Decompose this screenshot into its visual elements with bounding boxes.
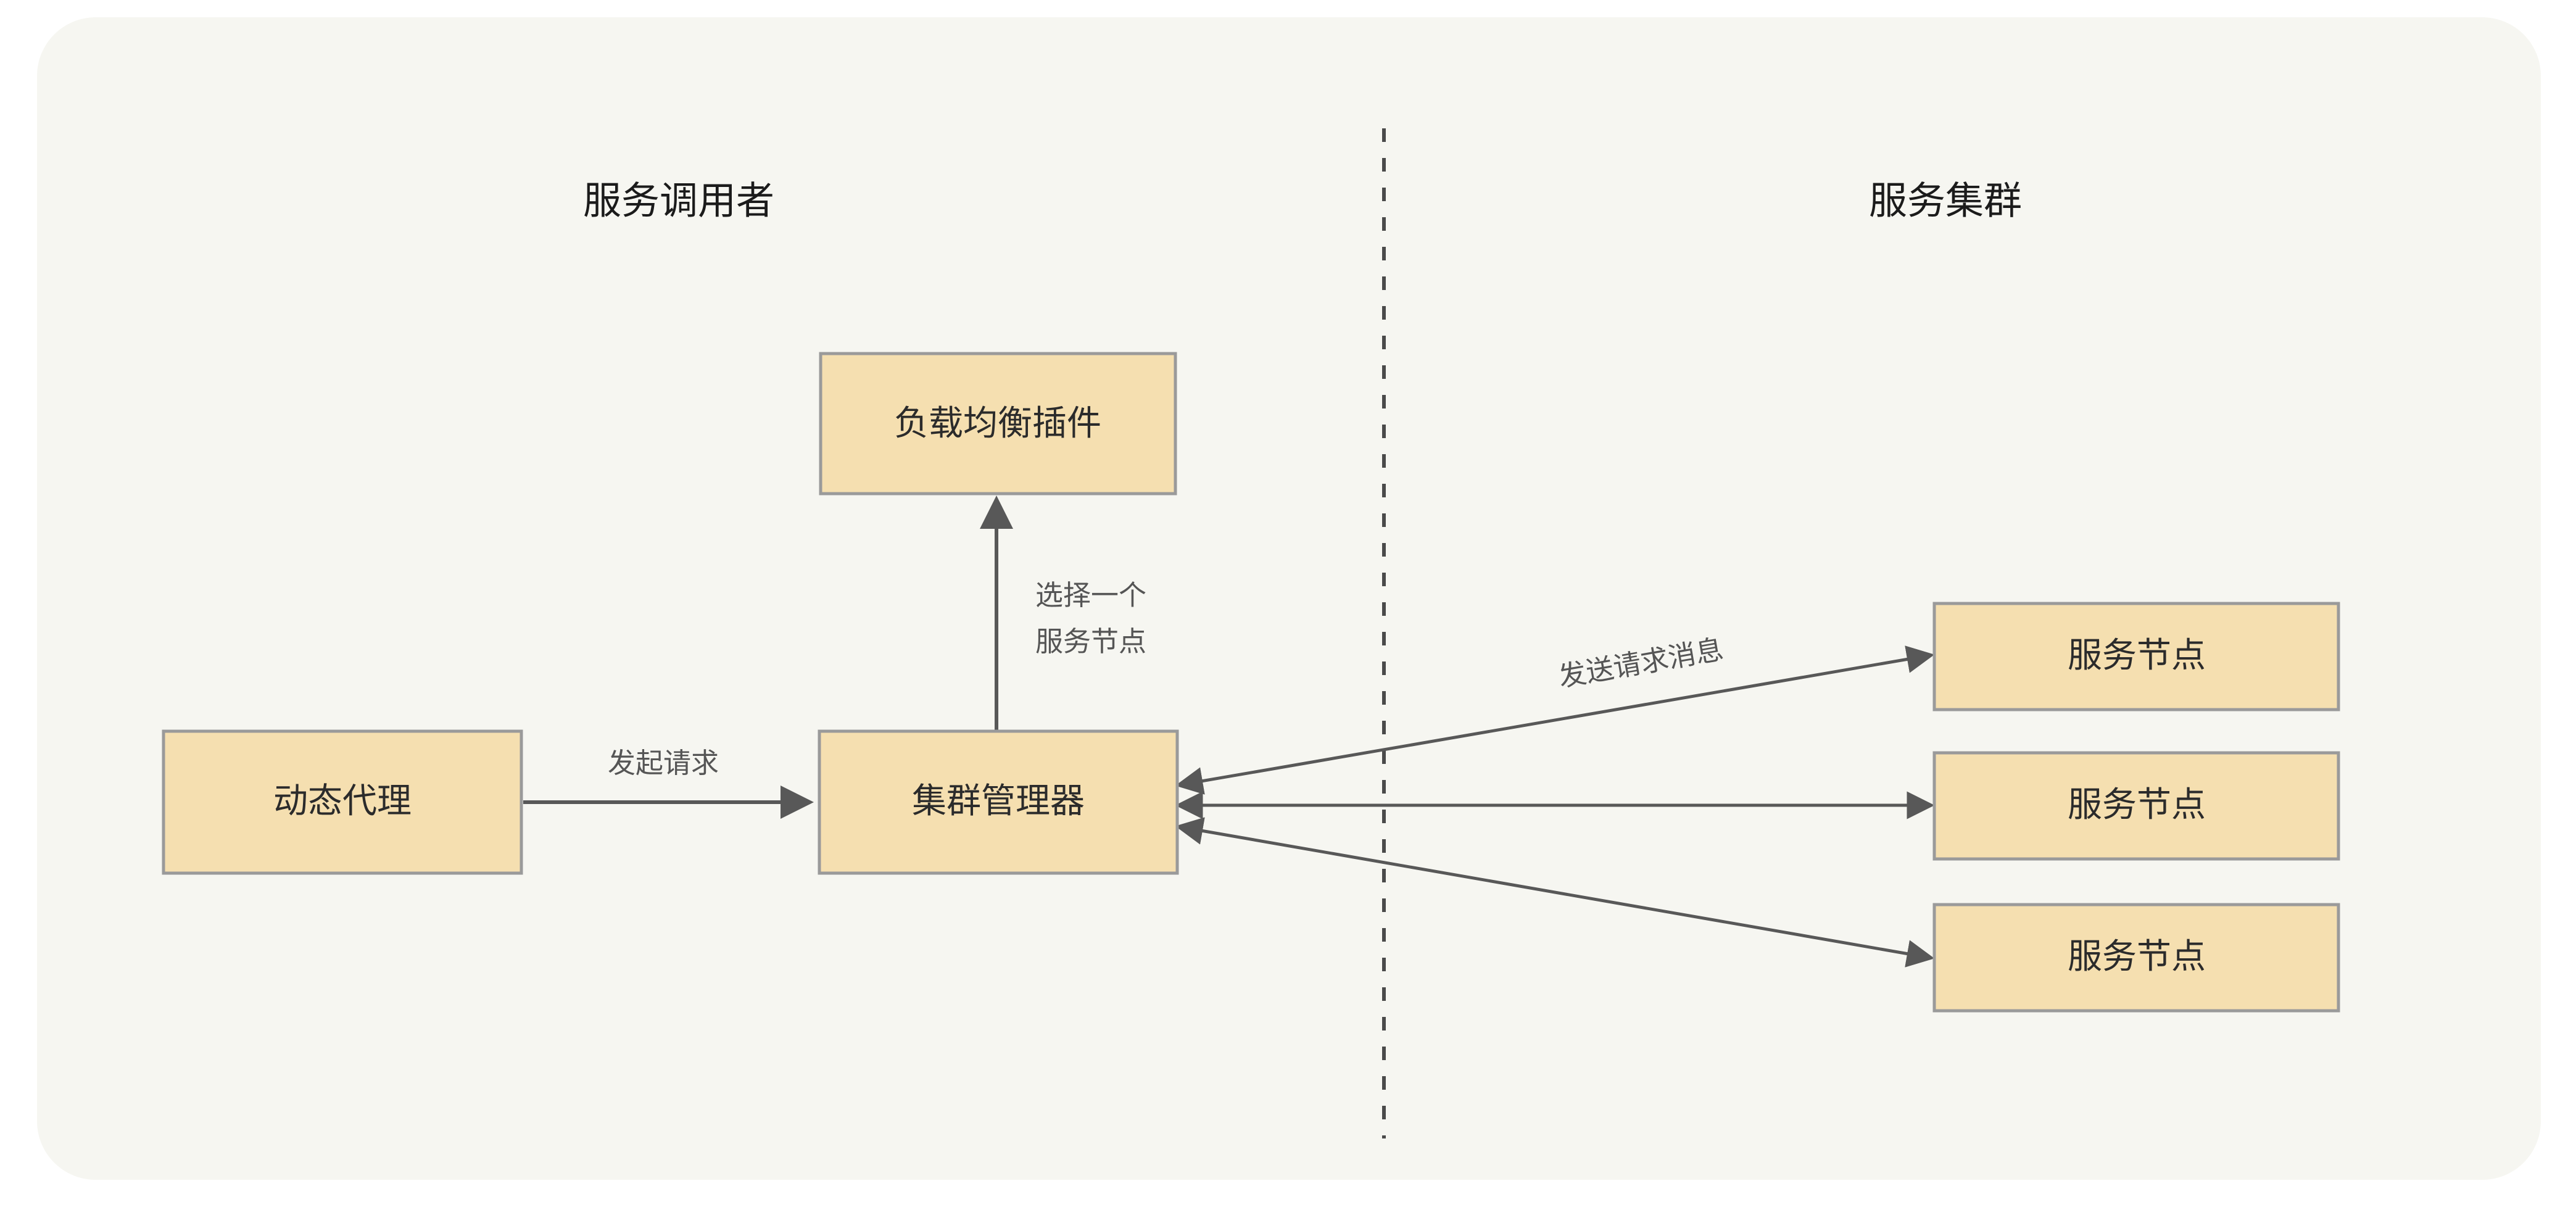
node-dynamic-proxy[interactable]: 动态代理 [162, 729, 523, 875]
node-service-node-2[interactable]: 服务节点 [1932, 751, 2340, 861]
node-service-node-1-label: 服务节点 [2068, 636, 2206, 674]
node-service-node-2-label: 服务节点 [2068, 785, 2206, 824]
section-title-cluster: 服务集群 [1869, 180, 2022, 222]
node-load-balancer[interactable]: 负载均衡插件 [819, 352, 1177, 496]
edge-cluster-to-node-1 [1175, 645, 1935, 795]
section-title-caller: 服务调用者 [583, 180, 774, 222]
edge-cluster-to-node-3 [1175, 817, 1935, 968]
node-service-node-3[interactable]: 服务节点 [1932, 903, 2340, 1013]
edge-label-select-node-line2: 服务节点 [1035, 626, 1146, 657]
edge-label-select-node-line1: 选择一个 [1035, 579, 1146, 611]
node-load-balancer-label: 负载均衡插件 [894, 404, 1101, 442]
node-service-node-1[interactable]: 服务节点 [1932, 602, 2340, 711]
node-cluster-manager[interactable]: 集群管理器 [818, 729, 1179, 875]
edge-label-invoke-request: 发起请求 [608, 747, 719, 779]
node-dynamic-proxy-label: 动态代理 [273, 781, 412, 820]
node-service-node-3-label: 服务节点 [2068, 937, 2206, 976]
node-cluster-manager-label: 集群管理器 [912, 781, 1085, 820]
